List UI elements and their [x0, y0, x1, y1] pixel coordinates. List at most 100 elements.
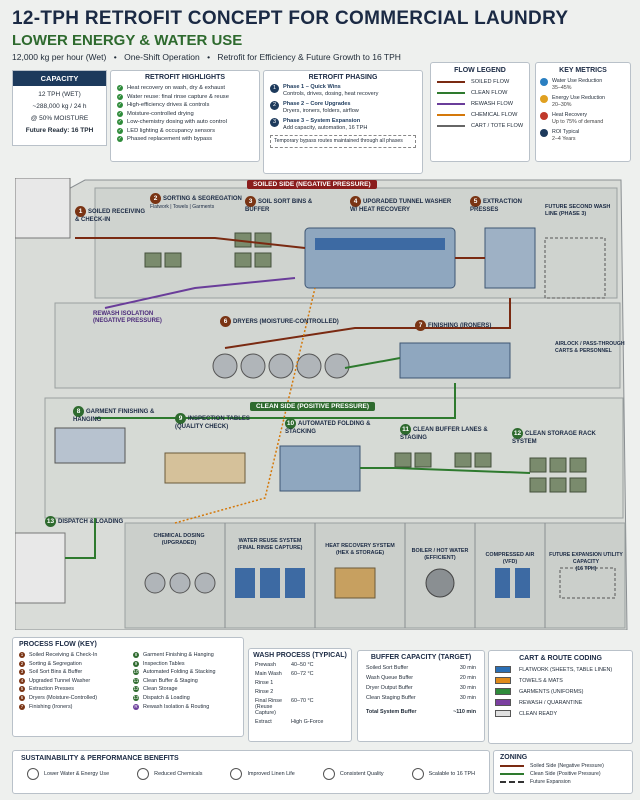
- lightning-icon: [540, 95, 548, 103]
- utility-boiler: BOILER / HOT WATER(EFFICIENT): [407, 548, 473, 562]
- step-number: 9: [133, 660, 139, 667]
- legend-label: SOILED FLOW: [471, 79, 510, 85]
- zone-number: 12: [512, 428, 523, 439]
- wash-step-name: Final Rinse (Reuse Capture): [255, 698, 282, 716]
- legend-item: REWASH FLOW: [437, 101, 529, 107]
- benefit-label: Improved Linen Life: [247, 771, 295, 777]
- zoning-item: Soiled Side (Negative Pressure): [500, 763, 632, 769]
- legend-label: CART / TOTE FLOW: [471, 123, 524, 129]
- chart-icon: [540, 129, 548, 137]
- zone-number: 4: [350, 196, 361, 207]
- cart-icon: [495, 710, 511, 717]
- utility-name: BOILER / HOT WATER: [411, 548, 469, 554]
- cart-icon: [495, 666, 511, 673]
- highlight-label: Low-chemistry dosing with auto control: [127, 119, 227, 125]
- phase-desc: Dryers, ironers, folders, airflow: [283, 108, 359, 114]
- phase-title: Phase 1 – Quick Wins: [283, 84, 341, 90]
- benefit-label: Scalable to 16 TPH: [428, 771, 475, 777]
- benefit-item: Consistent Quality: [322, 768, 384, 780]
- cart-code-item: FLATWORK (SHEETS, TABLE LINEN): [495, 666, 632, 673]
- key-metrics-heading: KEY METRICS: [559, 67, 607, 74]
- step-label: Garment Finishing & Hanging: [143, 652, 214, 658]
- cart-code-label: GARMENTS (UNIFORMS): [519, 688, 584, 695]
- zone-name: CLEAN STORAGE RACK SYSTEM: [512, 431, 596, 445]
- step-label: Soil Sort Bins & Buffer: [29, 669, 83, 676]
- highlight-label: High-efficiency drives & controls: [127, 102, 210, 108]
- floor-plan: SOILED SIDE (NEGATIVE PRESSURE) CLEAN SI…: [15, 178, 629, 630]
- highlight-label: Water reuse: final rinse capture & reuse: [127, 93, 229, 100]
- zone-name: FINISHING (IRONERS): [428, 323, 492, 330]
- zone-name: DRYERS (MOISTURE-CONTROLLED): [233, 319, 339, 326]
- buffer-name: Wash Queue Buffer: [366, 675, 414, 681]
- buffer-total-value: ~110 min: [453, 709, 476, 715]
- zone-sub: Flatwork | Towels | Garments: [150, 204, 215, 210]
- utility-name: FUTURE EXPANSION UTILITY CAPACITY: [549, 552, 623, 565]
- process-step: 3 Soil Sort Bins & Buffer: [19, 669, 97, 676]
- buffer-name: Dryer Output Buffer: [366, 685, 413, 691]
- highlight-item: ✓LED lighting & occupancy sensors: [117, 127, 259, 134]
- metric-label: ROI Typical: [552, 129, 580, 135]
- phase-desc: Add capacity, automation, 16 TPH: [283, 125, 368, 131]
- soiled-side-banner: SOILED SIDE (NEGATIVE PRESSURE): [247, 180, 377, 189]
- step-number: 13: [133, 694, 139, 701]
- cart-icon: [495, 688, 511, 695]
- zone-number: 3: [245, 196, 256, 207]
- utility-sub: (UPGRADED): [161, 540, 197, 546]
- step-label: Sorting & Segregation: [29, 660, 82, 667]
- step-number: 5: [19, 686, 25, 693]
- step-label: Dryers (Moisture-Controlled): [29, 694, 97, 701]
- benefit-label: Consistent Quality: [339, 771, 384, 777]
- zoning-label: Soiled Side (Negative Pressure): [530, 763, 604, 769]
- utility-name: CHEMICAL DOSING: [153, 533, 205, 539]
- metric-label: Heat Recovery: [552, 112, 588, 118]
- legend-item: SOILED FLOW: [437, 79, 529, 85]
- step-number: 12: [133, 686, 139, 693]
- cart-code-item: REWASH / QUARANTINE: [495, 699, 632, 706]
- step-label: Automated Folding & Stacking: [143, 669, 216, 676]
- zoning-item: Future Expansion: [500, 779, 632, 785]
- benefit-label: Reduced Chemicals: [154, 771, 203, 777]
- scale-up-icon: [411, 768, 424, 780]
- capacity-line: ~288,000 kg / 24 h: [32, 103, 87, 110]
- step-number: 3: [19, 669, 25, 676]
- tagline-sep: •: [113, 52, 117, 62]
- check-icon: ✓: [117, 102, 123, 108]
- cart-code-label: FLATWORK (SHEETS, TABLE LINEN): [519, 666, 613, 673]
- process-step: 6 Dryers (Moisture-Controlled): [19, 694, 97, 701]
- buffer-total-row: Total System Buffer~110 min: [366, 709, 476, 715]
- page-title: 12-TPH RETROFIT CONCEPT FOR COMMERCIAL L…: [12, 8, 569, 29]
- water-energy-icon: [27, 768, 40, 780]
- buffer-name: Clean Staging Buffer: [366, 695, 416, 701]
- clean-side-banner: CLEAN SIDE (POSITIVE PRESSURE): [250, 402, 376, 411]
- metric-label: Water Use Reduction: [552, 78, 603, 84]
- cart-route-coding-panel: CART & ROUTE CODING FLATWORK (SHEETS, TA…: [488, 650, 633, 744]
- highlights-heading: RETROFIT HIGHLIGHTS: [144, 74, 226, 81]
- step-label: Finishing (Ironers): [29, 703, 73, 710]
- step-number: 6: [19, 694, 25, 701]
- utility-sub: (FINAL RINSE CAPTURE): [237, 545, 303, 551]
- wash-step-name: Rinse 2: [255, 689, 274, 695]
- metric-value: 20–30%: [552, 101, 572, 108]
- utility-sub: (VFD): [502, 559, 518, 565]
- zone-name: EXTRACTION PRESSES: [470, 199, 522, 213]
- legend-label: REWASH FLOW: [471, 101, 514, 107]
- highlight-label: Heat recovery on wash, dry & exhaust: [127, 85, 225, 91]
- utility-name: COMPRESSED AIR: [485, 552, 535, 558]
- zone-number: 6: [220, 316, 231, 327]
- zoning-panel: ZONING Soiled Side (Negative Pressure) C…: [493, 750, 633, 794]
- quality-check-icon: [322, 768, 335, 780]
- cart-code-label: CLEAN READY: [519, 710, 558, 717]
